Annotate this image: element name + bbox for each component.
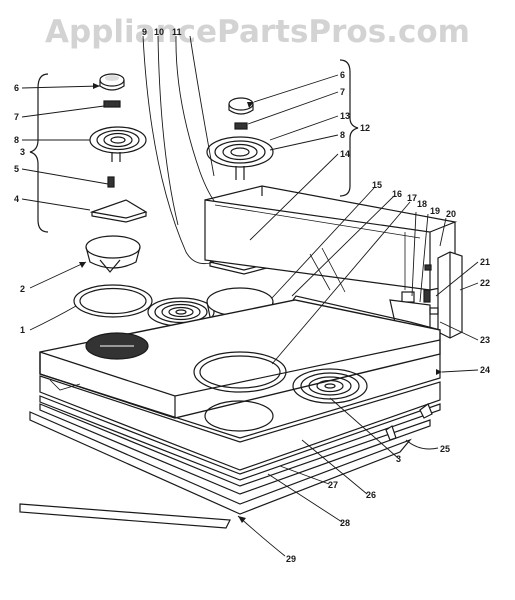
callout-21: 21 — [480, 257, 490, 267]
callout-26-upper: 26 — [366, 490, 376, 500]
callout-15: 15 — [372, 180, 382, 190]
drip-bowl-deep — [85, 235, 141, 273]
callout-25: 25 — [440, 444, 450, 454]
right-brace — [339, 59, 359, 197]
callout-3-lower: 3 — [396, 454, 401, 464]
callout-27: 27 — [328, 480, 338, 490]
left-brace — [29, 73, 49, 233]
insert-right — [234, 122, 248, 130]
bracket-left — [89, 199, 148, 223]
watermark: AppliancePartsPros.com — [45, 14, 470, 50]
knob-left — [99, 73, 125, 91]
callout-24: 24 — [480, 365, 490, 375]
callout-19: 19 — [430, 206, 440, 216]
leader-curves — [142, 35, 231, 265]
lower-frame — [29, 411, 412, 515]
cooktop-openings — [85, 332, 287, 432]
callout-5-left: 5 — [14, 164, 19, 174]
callout-6-right: 6 — [340, 70, 345, 80]
callout-7-right: 7 — [340, 87, 345, 97]
callout-8-right: 8 — [340, 130, 345, 140]
callout-26-lower: 28 — [340, 518, 350, 528]
element-coil-front-right — [292, 368, 368, 404]
callout-6-left: 6 — [14, 83, 19, 93]
cooktop-panel — [39, 352, 441, 439]
main-top-frame — [39, 375, 441, 471]
callout-18: 18 — [417, 199, 427, 209]
end-cap — [437, 251, 463, 339]
callout-labels: 6 7 8 5 4 3 6 7 13 8 14 12 9 10 11 15 16… — [14, 27, 490, 564]
callout-12-brace: 12 — [360, 123, 370, 133]
front-trim-strip — [19, 503, 231, 529]
callout-1: 1 — [20, 325, 25, 335]
element-coil-left — [89, 126, 147, 162]
receptacle-left — [107, 176, 115, 188]
callout-13: 13 — [340, 111, 350, 121]
clip-parts — [423, 289, 439, 315]
callout-8-left: 8 — [14, 135, 19, 145]
leader-arrowheads — [79, 83, 442, 523]
callout-14: 14 — [340, 149, 350, 159]
knob-right — [228, 97, 254, 115]
callout-11: 11 — [172, 27, 182, 37]
callout-7-left: 7 — [14, 112, 19, 122]
callout-17: 17 — [407, 193, 417, 203]
trim-ring-left — [73, 284, 153, 318]
callout-23: 23 — [480, 335, 490, 345]
side-frame — [39, 403, 431, 495]
small-clips — [385, 403, 433, 441]
element-coil-right — [206, 136, 274, 180]
callout-4-left: 4 — [14, 194, 19, 204]
callout-2: 2 — [20, 284, 25, 294]
callout-29: 29 — [286, 554, 296, 564]
front-strip — [39, 395, 441, 481]
callout-10: 10 — [154, 27, 164, 37]
callout-9: 9 — [142, 27, 147, 37]
callout-16: 16 — [392, 189, 402, 199]
callout-22: 22 — [480, 278, 490, 288]
callout-3-brace: 3 — [20, 147, 25, 157]
insert-left — [103, 100, 121, 108]
callout-20: 20 — [446, 209, 456, 219]
